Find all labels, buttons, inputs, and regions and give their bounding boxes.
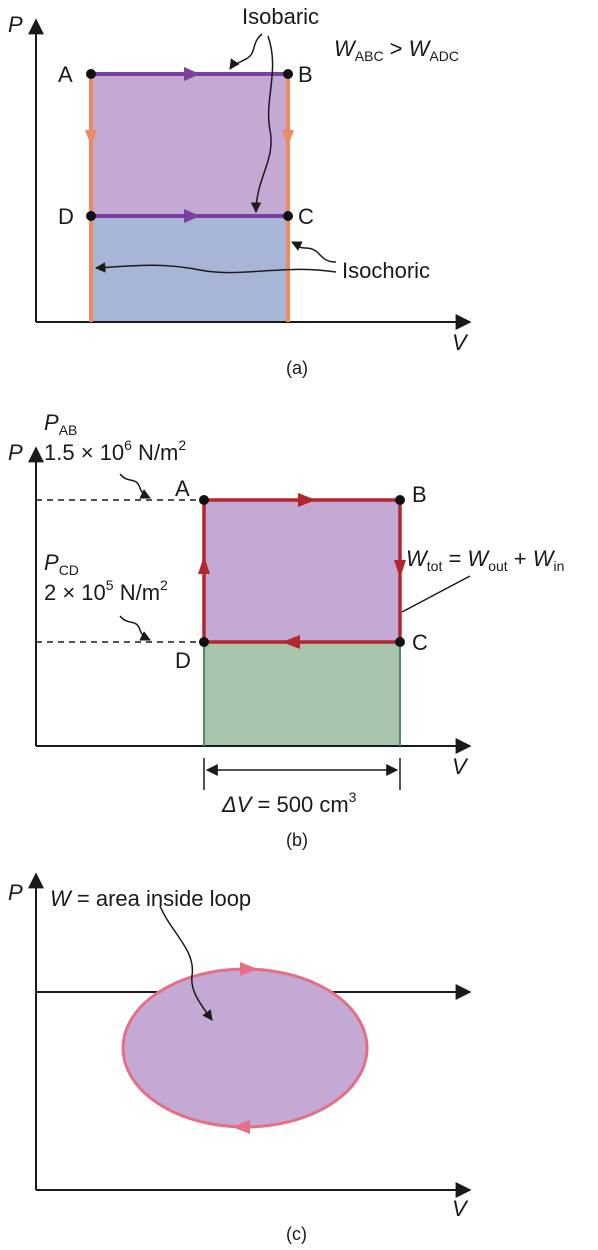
isochoric-leader-left (94, 262, 337, 274)
arrow-bc (282, 130, 294, 146)
arrow-bc (394, 560, 406, 578)
arrow-ad (85, 130, 97, 146)
panel-a-point-c-label: C (298, 204, 314, 229)
net-work-area (204, 500, 400, 642)
point-b-dot (283, 69, 293, 79)
panel-c-v-axis-label: V (452, 1196, 469, 1221)
point-b-dot (395, 495, 405, 505)
work-area-abc-extra (91, 74, 288, 216)
work-in-area (204, 642, 400, 746)
work-area-label: W = area inside loop (50, 886, 251, 911)
pab-symbol: PAB (44, 410, 77, 438)
panel-b-v-axis-label: V (452, 754, 469, 779)
panel-b-point-d-label: D (175, 648, 191, 673)
pcd-leader (119, 615, 151, 641)
panel-c: P V W = area inside loop (c) (8, 872, 472, 1244)
cycle-loop (121, 967, 369, 1129)
caption-b: (b) (286, 830, 308, 850)
panel-b-p-axis-label: P (8, 440, 23, 465)
caption-a: (a) (286, 358, 308, 378)
isochoric-leader-right (291, 241, 337, 263)
arrow-ab (184, 67, 200, 81)
pab-leader (119, 473, 151, 499)
panel-b: P V A B C D PAB 1.5 × 106 N/m2 PCD 2 × 1… (8, 410, 564, 850)
arrow-ab (298, 493, 316, 507)
wtot-leader (401, 575, 471, 613)
point-a-dot (86, 69, 96, 79)
point-d-dot (199, 637, 209, 647)
panel-a-point-b-label: B (298, 62, 313, 87)
area-leader (159, 905, 213, 1021)
panel-a-v-axis-label: V (452, 330, 469, 355)
panel-a-p-axis-label: P (8, 12, 23, 37)
isobaric-leader-bottom (250, 35, 274, 214)
work-comparison: WABC > WADC (334, 36, 459, 64)
arrow-cd (282, 635, 300, 649)
arrow-dc (184, 209, 200, 223)
isobaric-label: Isobaric (242, 4, 319, 29)
work-area-adc (91, 216, 288, 322)
panel-b-point-c-label: C (412, 630, 428, 655)
panel-a-point-a-label: A (58, 62, 73, 87)
point-c-dot (395, 637, 405, 647)
point-a-dot (199, 495, 209, 505)
point-d-dot (86, 211, 96, 221)
wtot-equation: Wtot = Wout + Win (406, 546, 564, 574)
panel-b-point-b-label: B (412, 482, 427, 507)
panel-a-point-d-label: D (58, 204, 74, 229)
loop-arrow-bottom (232, 1120, 250, 1134)
panel-a: P V A B C D Isobaric Isochoric WABC > WA… (8, 4, 472, 378)
loop-arrow-top (240, 962, 258, 976)
pab-value: 1.5 × 106 N/m2 (44, 437, 186, 465)
panel-b-point-a-label: A (175, 476, 190, 501)
pcd-symbol: PCD (44, 550, 79, 578)
caption-c: (c) (286, 1224, 307, 1244)
point-c-dot (283, 211, 293, 221)
panel-c-p-axis-label: P (8, 880, 23, 905)
isobaric-leader-top (229, 33, 263, 70)
pcd-value: 2 × 105 N/m2 (44, 577, 168, 605)
arrow-da (198, 556, 210, 574)
delta-v-label: ΔV = 500 cm3 (221, 789, 357, 817)
isochoric-label: Isochoric (342, 258, 430, 283)
